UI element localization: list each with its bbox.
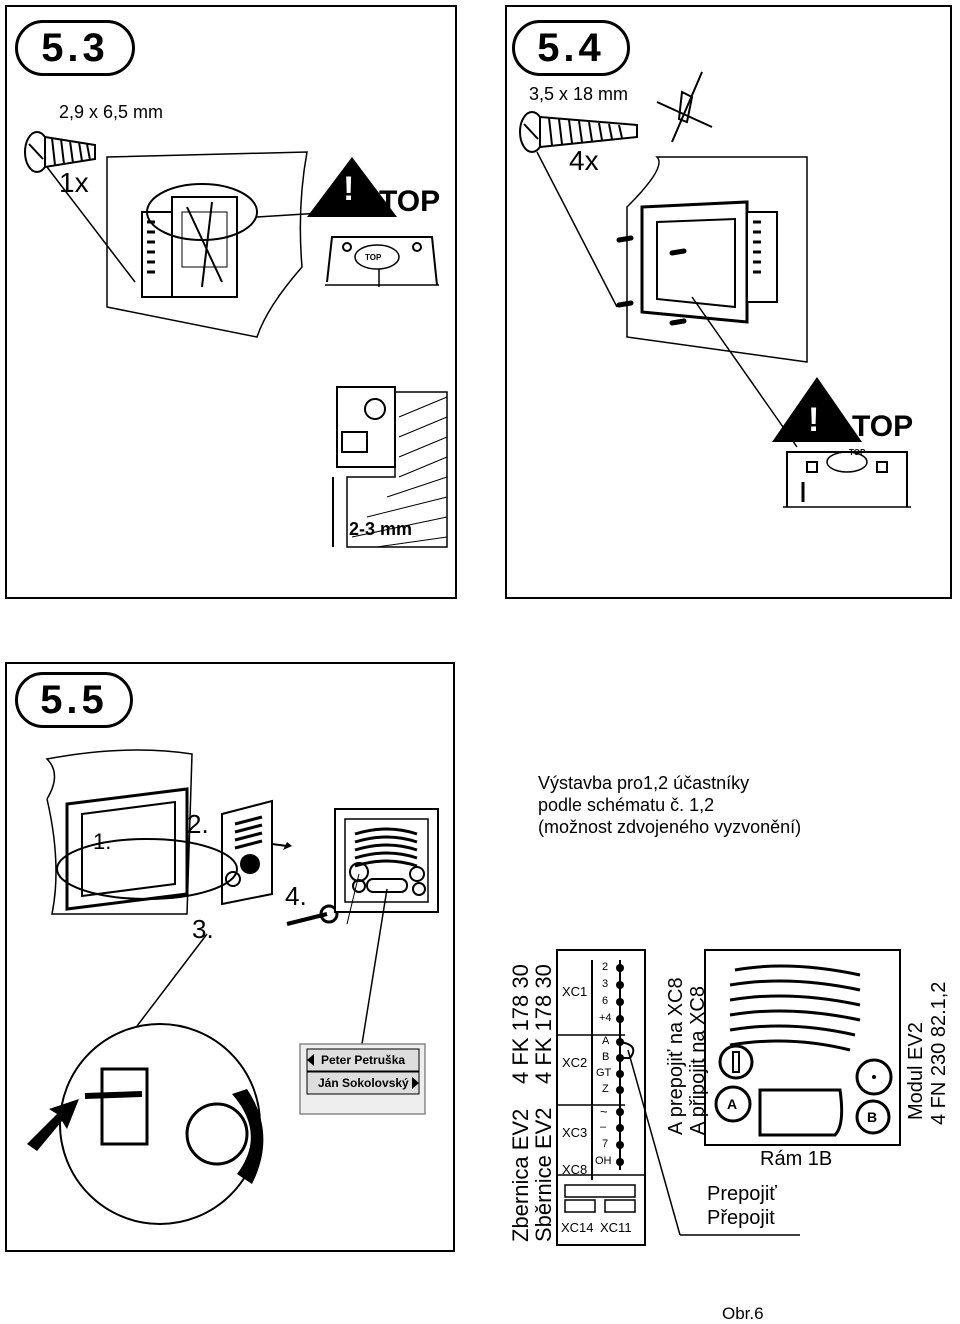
connector-xc11: XC11 <box>600 1220 632 1235</box>
pin-xc2-2: B <box>602 1051 610 1063</box>
illustration-5-4 <box>519 71 911 508</box>
section-badge-5-4: 5.4 <box>512 20 630 76</box>
step-2: 2. <box>187 809 209 839</box>
pin-xc2-3: GT <box>596 1067 612 1079</box>
description-line-3: (možnost zdvojeného vyzvonění) <box>538 817 802 837</box>
connect-note-cz: A připojit na XC8 <box>687 986 709 1135</box>
pin-xc2-4: Z <box>602 1083 609 1095</box>
warning-mark-5-3: ! <box>343 170 355 208</box>
connector-xc8: XC8 <box>562 1162 588 1177</box>
panel-5-4: 5.4 3,5 x 18 mm 4x <box>505 5 952 599</box>
jumper-label-sk: Prepojiť <box>707 1183 777 1205</box>
jumper-label-cz: Přepojit <box>707 1207 775 1229</box>
connector-xc3: XC3 <box>562 1125 588 1140</box>
pin-xc1-4: +4 <box>599 1012 612 1024</box>
pin-xc3-2: – <box>600 1121 607 1133</box>
figure-reference: Obr.6 <box>722 1304 764 1323</box>
quantity-5-4: 4x <box>569 145 599 176</box>
pin-xc3-1: ~ <box>600 1104 608 1119</box>
section-badge-5-3: 5.3 <box>15 20 135 76</box>
pin-xc3-4: OH <box>595 1155 612 1167</box>
panel-5-5: 5.5 <box>5 662 455 1252</box>
screw-size-5-3: 2,9 x 6,5 mm <box>59 102 164 122</box>
connect-note-sk: A prepojiť na XC8 <box>665 977 687 1135</box>
name-entry-2: Ján Sokolovský <box>318 1076 409 1090</box>
bus-code-2: 4 FK 178 30 <box>531 964 556 1084</box>
illustration-5-3 <box>24 131 448 548</box>
section-badge-5-5: 5.5 <box>15 672 133 728</box>
step-1: 1. <box>93 829 112 854</box>
gap-label: 2-3 mm <box>349 519 413 539</box>
top-label-5-4: TOP <box>852 410 914 443</box>
pin-xc2-1: A <box>602 1035 610 1047</box>
illustration-5-5 <box>27 749 439 1225</box>
pin-xc1-3: 6 <box>602 995 609 1007</box>
step-3: 3. <box>192 914 214 944</box>
warning-mark-5-4: ! <box>808 401 820 439</box>
frame-label: Rám 1B <box>760 1148 833 1170</box>
pin-xc3-3: 7 <box>602 1138 609 1150</box>
connector-xc14: XC14 <box>561 1220 594 1235</box>
module-code: 4 FN 230 82.1,2 <box>928 981 950 1125</box>
connector-xc1: XC1 <box>562 984 588 999</box>
name-entry-1: Peter Petruška <box>321 1053 406 1067</box>
pin-xc1-1: 2 <box>602 961 609 973</box>
module-button-a: A <box>727 1096 738 1112</box>
description-line-2: podle schématu č. 1,2 <box>538 795 715 815</box>
description-line-1: Výstavba pro1,2 účastníky <box>538 773 750 793</box>
panel-5-3: 5.3 2,9 x 6,5 mm 1x <box>5 5 457 599</box>
screw-size-5-4: 3,5 x 18 mm <box>529 84 629 104</box>
quantity-5-3: 1x <box>59 167 89 198</box>
module-label: Modul EV2 <box>905 1022 927 1120</box>
pin-xc1-2: 3 <box>602 978 609 990</box>
connector-xc2: XC2 <box>562 1055 588 1070</box>
top-label-5-3: TOP <box>379 185 441 218</box>
small-top-5-4: TOP <box>849 448 866 457</box>
screw-icon <box>24 131 96 173</box>
screw-icon <box>519 111 638 153</box>
module-button-b: B <box>867 1109 878 1125</box>
small-top-5-3: TOP <box>365 253 382 262</box>
step-4: 4. <box>285 881 307 911</box>
bus-label-cz: Sběrnice EV2 <box>531 1107 556 1242</box>
